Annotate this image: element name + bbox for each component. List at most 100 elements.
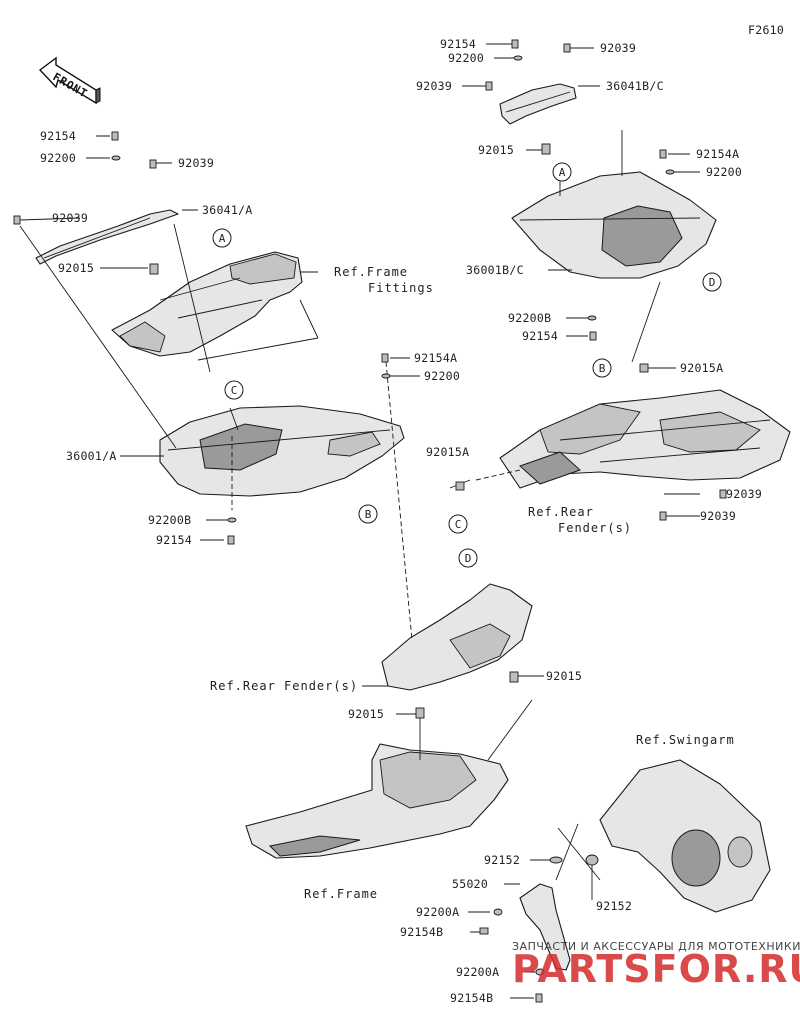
part-label: 92039 bbox=[52, 211, 88, 225]
ref-frame-label: Ref.Frame bbox=[304, 887, 378, 901]
part-label: 92200A bbox=[456, 965, 499, 979]
front-direction-arrow: FRONT bbox=[38, 56, 101, 105]
part-label: 36001B/C bbox=[466, 263, 524, 277]
grommet-icon bbox=[509, 671, 519, 683]
screw-icon bbox=[659, 511, 667, 521]
screw-icon bbox=[589, 331, 597, 341]
screw-icon bbox=[227, 535, 235, 545]
washer-icon bbox=[513, 55, 523, 61]
bracket-55020 bbox=[519, 883, 571, 971]
part-label: 92015 bbox=[478, 143, 514, 157]
part-label: 92039 bbox=[600, 41, 636, 55]
part-label: 92200 bbox=[424, 369, 460, 383]
screw-icon bbox=[479, 927, 489, 935]
washer-icon bbox=[111, 155, 121, 161]
part-label: 92015 bbox=[58, 261, 94, 275]
washer-icon bbox=[493, 908, 503, 916]
washer-icon bbox=[535, 968, 545, 976]
screw-icon bbox=[13, 215, 21, 225]
part-label: 55020 bbox=[452, 877, 488, 891]
ref-swingarm-label: Ref.Swingarm bbox=[636, 733, 735, 747]
clip-icon bbox=[639, 363, 649, 373]
lower-cover-piece bbox=[381, 583, 533, 691]
circle-marker-b-left: B bbox=[358, 504, 378, 524]
washer-icon bbox=[585, 854, 599, 866]
washer-icon bbox=[381, 373, 391, 379]
ref-rear-fender-label: Fender(s) bbox=[558, 521, 632, 535]
svg-text:C: C bbox=[455, 518, 462, 531]
part-label: 92200 bbox=[40, 151, 76, 165]
part-label: 92154 bbox=[156, 533, 192, 547]
part-label: 92154A bbox=[414, 351, 457, 365]
rear-fender-assembly bbox=[499, 389, 791, 489]
part-label: 92154B bbox=[450, 991, 493, 1005]
part-label: 92154B bbox=[400, 925, 443, 939]
part-label: 92154 bbox=[522, 329, 558, 343]
screw-icon bbox=[719, 489, 727, 499]
washer-icon bbox=[587, 315, 597, 321]
part-label: 92154A bbox=[696, 147, 739, 161]
circle-marker-c-left: C bbox=[224, 380, 244, 400]
part-label: 92200 bbox=[706, 165, 742, 179]
part-label: 92200B bbox=[508, 311, 551, 325]
swingarm-guard bbox=[599, 759, 771, 913]
svg-text:C: C bbox=[231, 384, 238, 397]
screw-icon bbox=[381, 353, 389, 363]
part-label: 92200 bbox=[448, 51, 484, 65]
svg-text:A: A bbox=[219, 232, 226, 245]
grommet-icon bbox=[149, 263, 159, 275]
part-label: 92154 bbox=[440, 37, 476, 51]
watermark-logo: PARTSFOR.RU bbox=[512, 947, 800, 991]
part-label: 92015 bbox=[546, 669, 582, 683]
grommet-icon bbox=[541, 143, 551, 155]
hardware bbox=[13, 39, 727, 1003]
circle-marker-a-right: A bbox=[552, 162, 572, 182]
part-label: 92015 bbox=[348, 707, 384, 721]
part-label: 92039 bbox=[700, 509, 736, 523]
circle-marker-d-center: D bbox=[458, 548, 478, 568]
circle-marker-c-right: C bbox=[448, 514, 468, 534]
part-label: 92039 bbox=[416, 79, 452, 93]
frame-fittings-part bbox=[111, 251, 303, 357]
part-label: 92039 bbox=[726, 487, 762, 501]
circle-marker-a-left: A bbox=[212, 228, 232, 248]
svg-text:B: B bbox=[599, 362, 606, 375]
part-label: 92154 bbox=[40, 129, 76, 143]
seat-cover-bracket-right bbox=[499, 83, 577, 125]
washer-icon bbox=[549, 856, 563, 864]
ref-rear-fender-label: Ref.Rear Fender(s) bbox=[210, 679, 358, 693]
part-label: 92200A bbox=[416, 905, 459, 919]
seat-cover-right-36001bc bbox=[511, 171, 717, 279]
part-label: 92152 bbox=[596, 899, 632, 913]
screw-icon bbox=[659, 149, 667, 159]
part-label: 92039 bbox=[178, 156, 214, 170]
svg-text:D: D bbox=[709, 276, 716, 289]
circle-marker-d-right: D bbox=[702, 272, 722, 292]
part-label: 92015A bbox=[426, 445, 469, 459]
ref-rear-fender-label: Ref.Rear bbox=[528, 505, 594, 519]
clip-icon bbox=[455, 481, 465, 491]
screw-icon bbox=[111, 131, 119, 141]
part-label: 36001/A bbox=[66, 449, 117, 463]
washer-icon bbox=[665, 169, 675, 175]
lower-frame-piece bbox=[245, 743, 509, 859]
svg-text:D: D bbox=[465, 552, 472, 565]
screw-icon bbox=[535, 993, 543, 1003]
screw-icon bbox=[511, 39, 519, 49]
part-label: 36041B/C bbox=[606, 79, 664, 93]
ref-frame-fittings-label: Ref.Frame bbox=[334, 265, 408, 279]
screw-icon bbox=[563, 43, 571, 53]
screw-icon bbox=[149, 159, 157, 169]
seat-cover-bracket-left bbox=[35, 209, 179, 265]
part-label: 92015A bbox=[680, 361, 723, 375]
ref-frame-fittings-label: Fittings bbox=[368, 281, 434, 295]
part-label: 92152 bbox=[484, 853, 520, 867]
svg-text:A: A bbox=[559, 166, 566, 179]
part-label: 92200B bbox=[148, 513, 191, 527]
grommet-icon bbox=[415, 707, 425, 719]
washer-icon bbox=[227, 517, 237, 523]
part-label: 36041/A bbox=[202, 203, 253, 217]
circle-marker-b-right: B bbox=[592, 358, 612, 378]
figure-code: F2610 bbox=[748, 23, 784, 37]
